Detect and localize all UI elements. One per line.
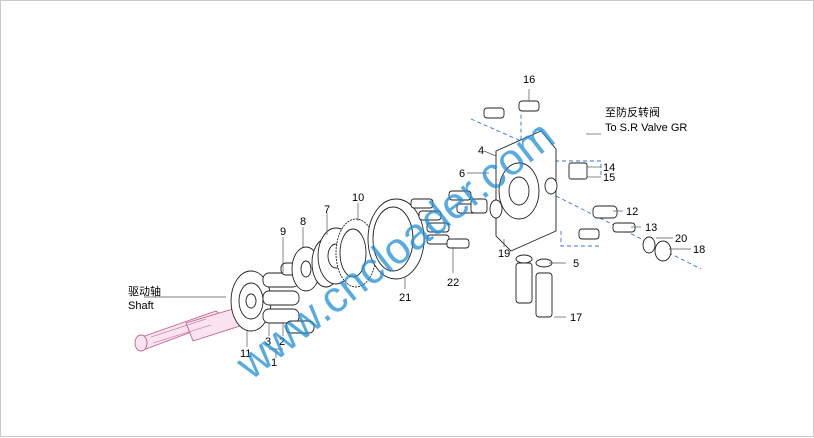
valve-label-en: To S.R Valve GR (605, 122, 687, 134)
part-number-2: 2 (279, 336, 285, 348)
part-number-7: 7 (324, 204, 330, 216)
part-number-13: 13 (645, 222, 657, 234)
assembly-guide-lines (470, 113, 702, 270)
cylinder-barrel (230, 270, 272, 332)
part-number-15: 15 (603, 172, 615, 184)
part-number-5: 5 (573, 258, 579, 270)
fitting-set (568, 162, 672, 262)
part-number-17: 17 (570, 312, 582, 324)
housing-ring (367, 198, 425, 280)
valve-label-cn: 至防反转阀 (605, 105, 660, 119)
part-number-3: 3 (265, 336, 271, 348)
part-number-19: 19 (498, 248, 510, 260)
shaft-label-cn: 驱动轴 (128, 284, 161, 298)
part-number-12: 12 (626, 206, 638, 218)
leader-lines (144, 89, 691, 358)
part-number-8: 8 (300, 216, 306, 228)
gear-ring (335, 218, 377, 288)
part-number-18: 18 (693, 244, 705, 256)
part-number-14: 14 (603, 162, 615, 174)
spring-set (410, 190, 488, 249)
part-number-22: 22 (447, 277, 459, 289)
part-number-9: 9 (280, 226, 286, 238)
part-number-4: 4 (478, 145, 484, 157)
part-number-1: 1 (271, 357, 277, 369)
part-number-21: 21 (399, 292, 411, 304)
valve-housing (489, 130, 558, 252)
part-number-6: 6 (459, 168, 465, 180)
shaft-label-en: Shaft (128, 300, 154, 312)
relief-valve-set (515, 254, 553, 318)
part-number-11: 11 (240, 348, 251, 360)
part-number-16: 16 (523, 74, 535, 86)
part-number-10: 10 (352, 192, 364, 204)
bolt-set (483, 100, 540, 119)
part-number-20: 20 (675, 233, 687, 245)
